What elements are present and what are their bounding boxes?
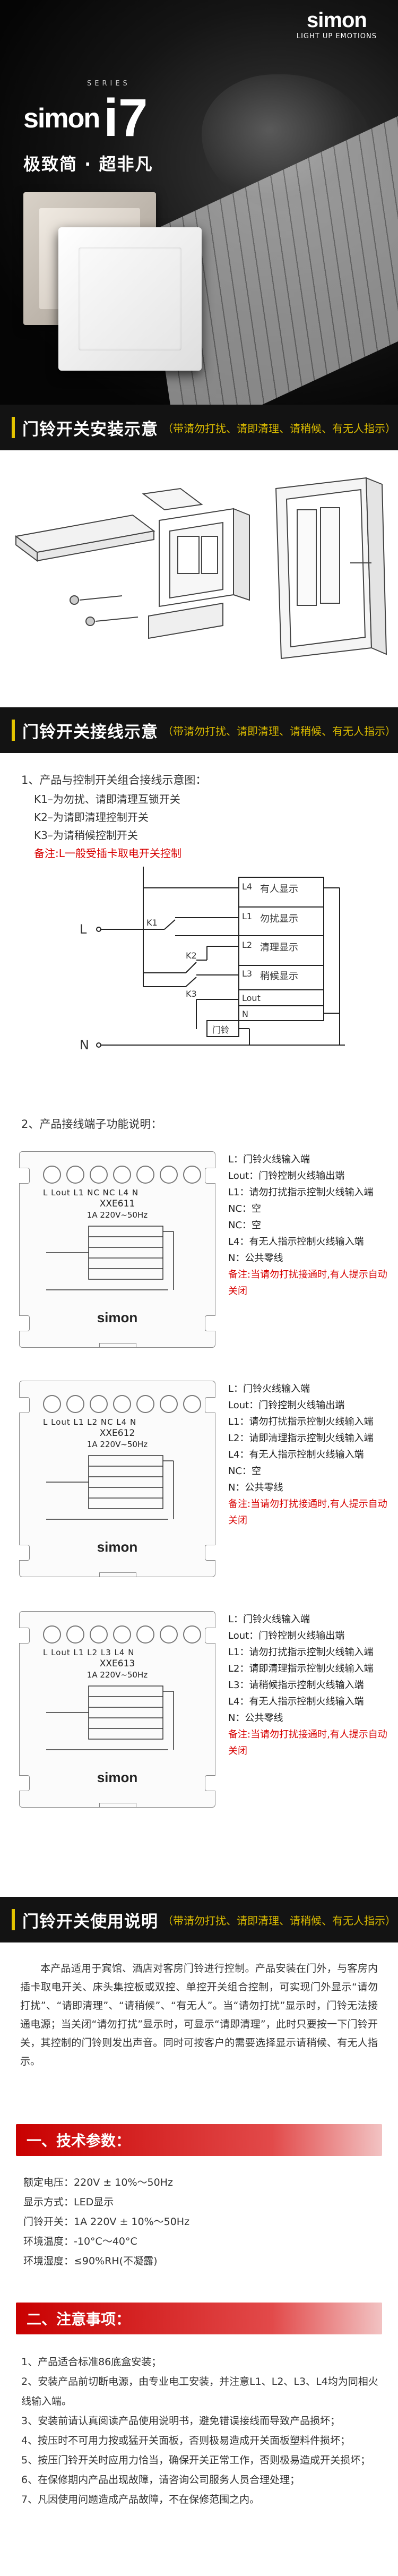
k2-description: K2–为请即清理控制开关 (34, 811, 149, 824)
note-item: 2、安装产品前切断电源，由专业电工安装，并注意L1、L2、L3、L4均为同相火线… (21, 2376, 378, 2407)
hero-banner: simon LIGHT UP EMOTIONS SERIES simoni7 极… (0, 0, 398, 405)
brand-logo-text: simon (307, 8, 367, 32)
panel-xxe612-description: L：门铃火线输入端 Lout：门铃控制火线输出端 L1：请勿打扰指示控制火线输入… (228, 1381, 387, 1529)
panel-logo: simon (97, 1769, 138, 1785)
panel-note: 备注:当请勿打扰接通时,有人提示自动关闭 (228, 1269, 387, 1297)
terminal-labels: L Lout L1 NC NC L4 N (43, 1188, 139, 1197)
k1-description: K1–为勿扰、请即清理互锁开关 (34, 793, 180, 806)
section-subtitle: （带请勿打扰、请即清理、请稍候、有无人指示） (162, 1914, 396, 1927)
panel-xxe613: L Lout L1 L2 L3 L4 N XXE613 1A 220V~50Hz… (19, 1611, 215, 1808)
section-title: 门铃开关安装示意 (22, 420, 158, 439)
spec-row: 显示方式：LED显示 (23, 2196, 114, 2208)
model-number: XXE611 (99, 1199, 135, 1209)
diagram-terminal-l3: L3 (242, 969, 253, 979)
section-title: 门铃开关接线示意 (22, 722, 158, 742)
spec-row: 环境湿度：≤90%RH(不凝露) (23, 2255, 158, 2267)
panel-xxe611: L Lout L1 NC NC L4 N XXE611 1A 220V~50Hz… (19, 1151, 215, 1348)
terminal-holes (43, 1625, 201, 1644)
note-item: 5、按压门铃开关时应用力恰当，确保开关正常工作，否则极易造成开关损坏； (21, 2454, 371, 2466)
terminal-holes (43, 1166, 201, 1184)
wiring-note: 备注:L一般受插卡取电开关控制 (34, 847, 181, 860)
note-item: 6、在保修期内产品出现故障，请咨询公司服务人员合理处理； (21, 2474, 300, 2486)
diagram-label-k1: K1 (146, 918, 158, 928)
notes-list: 1、产品适合标准86底盒安装； 2、安装产品前切断电源，由专业电工安装，并注意L… (21, 2352, 379, 2510)
note-item: 7、凡因使用问题造成产品故障，不在保修范围之内。 (21, 2494, 260, 2505)
diagram-label-n: N (80, 1038, 89, 1052)
indicator-dnd: 勿扰显示 (260, 913, 298, 925)
panel-logo: simon (97, 1539, 138, 1555)
section-accent (12, 1909, 15, 1930)
panel-logo: simon (97, 1310, 138, 1325)
hero-slogan: 极致简 · 超非凡 (23, 154, 153, 174)
tech-specs: 额定电压：220V ± 10%～50Hz 显示方式：LED显示 门铃开关：1A … (23, 2173, 189, 2271)
notes-heading: 二、注意事项： (16, 2303, 382, 2334)
wiring-item1-title: 1、产品与控制开关组合接线示意图： (21, 774, 207, 786)
panel-schematic (46, 1685, 174, 1750)
panel-xxe613-description: L：门铃火线输入端 Lout：门铃控制火线输出端 L1：请勿打扰指示控制火线输入… (228, 1611, 387, 1759)
section-title: 门铃开关使用说明 (22, 1912, 158, 1931)
section-subtitle: （带请勿打扰、请即清理、请稍候、有无人指示） (162, 724, 396, 738)
panel-schematic (46, 1455, 174, 1520)
spec-row: 门铃开关：1A 220V ± 10%～50Hz (23, 2216, 190, 2228)
panel-note: 备注:当请勿打扰接通时,有人提示自动关闭 (228, 1499, 387, 1526)
rating-label: 1A 220V~50Hz (86, 1670, 148, 1680)
section-subtitle: （带请勿打扰、请即清理、请稍候、有无人指示） (162, 422, 396, 435)
installation-illustration (0, 457, 398, 706)
section-install-header: 门铃开关安装示意 （带请勿打扰、请即清理、请稍候、有无人指示） (0, 405, 398, 450)
indicator-wait: 稍候显示 (260, 971, 298, 982)
series-word: SERIES (87, 80, 131, 88)
tech-heading: 一、技术参数： (16, 2124, 382, 2156)
panel-schematic (46, 1226, 174, 1290)
indicator-occupied: 有人显示 (260, 884, 298, 895)
note-item: 3、安装前请认真阅读产品使用说明书，避免错误接线而导致产品损坏； (21, 2415, 341, 2427)
model-number: XXE612 (99, 1428, 135, 1439)
diagram-label-l: L (80, 922, 87, 937)
wiring-diagram: L N K1 K2 K3 L4 L1 L2 L3 有人显示 勿扰显示 清理显示 … (80, 867, 356, 1068)
indicator-cleanup: 清理显示 (260, 942, 298, 953)
switch-image-white (58, 227, 202, 371)
diagram-lout: Lout (242, 993, 261, 1003)
terminal-labels: L Lout L1 L2 L3 L4 N (43, 1648, 135, 1657)
brand-logo: simon LIGHT UP EMOTIONS (297, 8, 377, 40)
section-accent (12, 720, 15, 741)
series-brand: simon (23, 103, 100, 134)
diagram-doorbell: 门铃 (212, 1025, 230, 1035)
section-wiring-header: 门铃开关接线示意 （带请勿打扰、请即清理、请稍候、有无人指示） (0, 707, 398, 753)
panel-note: 备注:当请勿打扰接通时,有人提示自动关闭 (228, 1729, 387, 1757)
diagram-terminal-l2: L2 (242, 940, 253, 950)
brand-tagline: LIGHT UP EMOTIONS (296, 32, 377, 40)
model-number: XXE613 (99, 1658, 135, 1669)
k3-description: K3–为请稍候控制开关 (34, 829, 138, 842)
series-model: i7 (103, 88, 148, 148)
series-lockup: SERIES simoni7 极致简 · 超非凡 (23, 80, 153, 175)
note-item: 4、按压时不可用力按或猛开关面板，否则极易造成开关面板塑料件损坏； (21, 2435, 351, 2446)
rating-label: 1A 220V~50Hz (86, 1210, 148, 1220)
rating-label: 1A 220V~50Hz (86, 1440, 148, 1449)
spec-row: 环境温度：-10°C～40°C (23, 2236, 137, 2247)
section-usage-header: 门铃开关使用说明 （带请勿打扰、请即清理、请稍候、有无人指示） (0, 1897, 398, 1942)
terminal-holes (43, 1395, 201, 1413)
wiring-item2-title: 2、产品接线端子功能说明： (21, 1118, 162, 1131)
spec-row: 额定电压：220V ± 10%～50Hz (23, 2177, 173, 2188)
diagram-label-k2: K2 (186, 951, 197, 961)
diagram-n-terminal: N (242, 1009, 248, 1019)
panel-xxe612: L Lout L1 L2 NC L4 N XXE612 1A 220V~50Hz… (19, 1381, 215, 1577)
terminal-labels: L Lout L1 L2 NC L4 N (43, 1417, 137, 1427)
section-accent (12, 417, 15, 438)
usage-paragraph: 本产品适用于宾馆、酒店对客房门铃进行控制。产品安装在门外，与客房内插卡取电开关、… (20, 1963, 378, 2067)
panel-xxe611-description: L：门铃火线输入端 Lout：门铃控制火线输出端 L1：请勿打扰指示控制火线输入… (228, 1151, 387, 1299)
note-item: 1、产品适合标准86底盒安装； (21, 2356, 162, 2368)
diagram-label-k3: K3 (186, 989, 197, 999)
diagram-terminal-l4: L4 (242, 882, 253, 892)
diagram-terminal-l1: L1 (242, 911, 253, 921)
